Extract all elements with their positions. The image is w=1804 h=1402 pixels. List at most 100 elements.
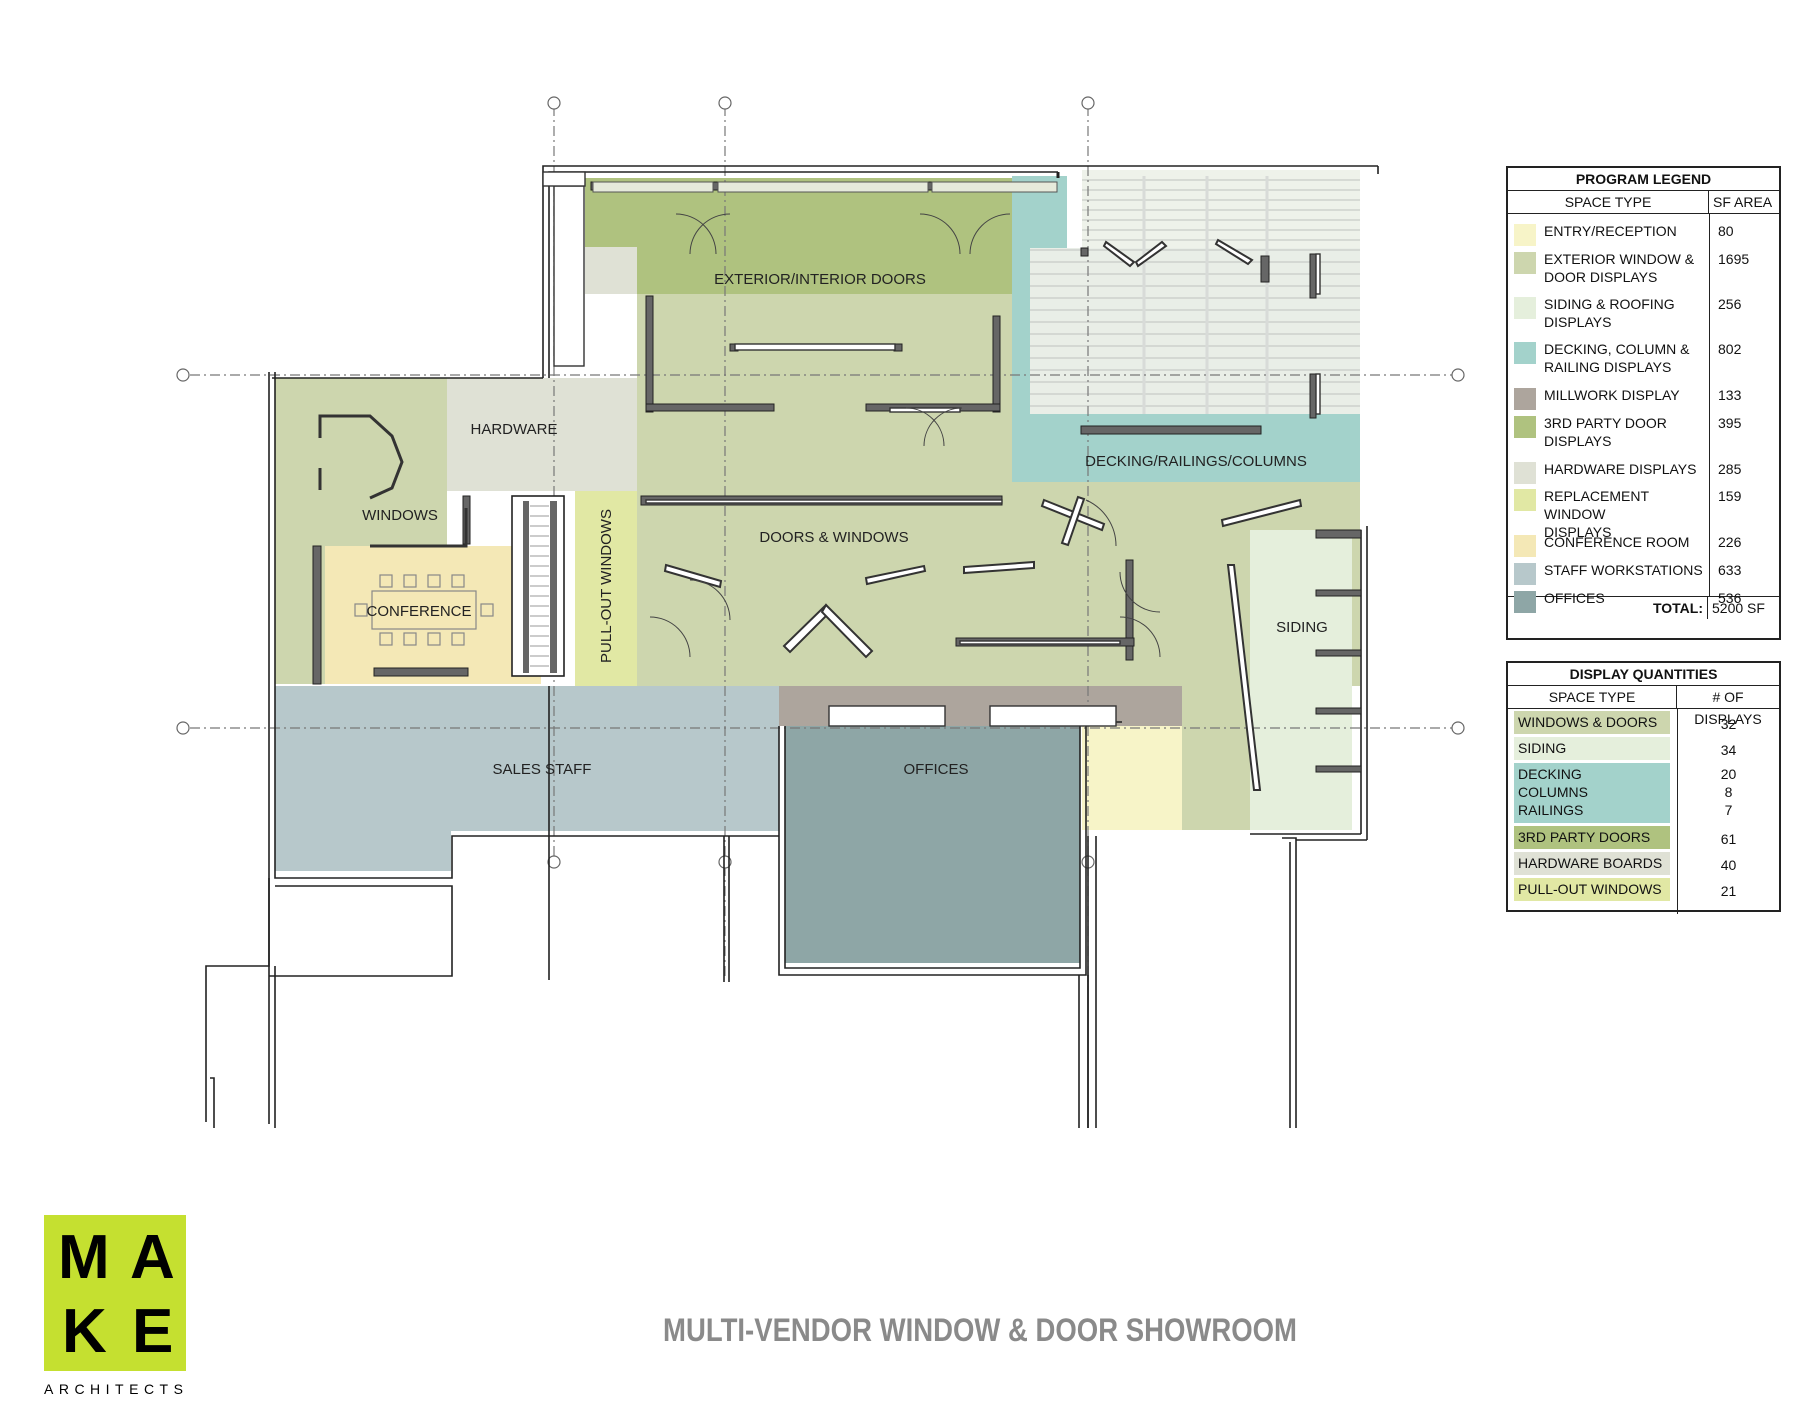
legend-row: EXTERIOR WINDOW & DOOR DISPLAYS 1695	[1508, 250, 1779, 286]
logo-subtitle: ARCHITECTS	[44, 1381, 189, 1397]
legend-area: 226	[1718, 534, 1742, 550]
legend-area: 536	[1718, 590, 1742, 606]
label-doors-windows: DOORS & WINDOWS	[759, 529, 908, 546]
zone-doors-windows	[637, 294, 1012, 686]
label-pull-out-windows: PULL-OUT WINDOWS	[598, 509, 615, 663]
label-windows: WINDOWS	[362, 507, 438, 524]
total-label: TOTAL:	[1508, 597, 1708, 619]
quantity-row: 3RD PARTY DOORS	[1514, 826, 1670, 849]
legend-label-line2: DISPLAYS	[1544, 433, 1612, 449]
quantity-row: SIDING	[1514, 737, 1670, 760]
label-offices: OFFICES	[903, 761, 968, 778]
column-header-space-type: SPACE TYPE	[1508, 191, 1709, 213]
door-swings	[649, 213, 1161, 658]
quantity-label: DECKING	[1518, 766, 1582, 782]
zone-right-corridor	[1182, 686, 1250, 830]
legend-row: MILLWORK DISPLAY 133	[1508, 386, 1779, 410]
logo-letter-k: K	[62, 1297, 107, 1366]
display-quantities-body: WINDOWS & DOORS 32 SIDING 34 DECKING COL…	[1508, 709, 1779, 914]
zone-offices	[785, 726, 1080, 963]
zone-sales-staff-lower	[275, 831, 451, 871]
legend-label: MILLWORK DISPLAY	[1544, 387, 1680, 403]
program-legend-total: TOTAL: 5200 SF	[1508, 596, 1779, 619]
legend-label-line2: RAILING DISPLAYS	[1544, 359, 1672, 375]
legend-swatch	[1514, 563, 1536, 585]
quantity-row: DECKING COLUMNS RAILINGS	[1514, 763, 1670, 823]
zone-exterior-doors	[585, 178, 1057, 294]
legend-swatch	[1514, 591, 1536, 613]
legend-swatch	[1514, 224, 1536, 246]
display-panels	[542, 171, 1321, 727]
legend-area: 395	[1718, 415, 1742, 431]
legend-swatch	[1514, 462, 1536, 484]
legend-swatch	[1514, 388, 1536, 410]
display-quantities-header: SPACE TYPE # OF DISPLAYS	[1508, 686, 1779, 727]
quantity-row: HARDWARE BOARDS	[1514, 852, 1670, 875]
label-decking: DECKING/RAILINGS/COLUMNS	[1085, 453, 1307, 470]
legend-label: EXTERIOR WINDOW &	[1544, 251, 1695, 267]
legend-label-line2: DISPLAYS	[1544, 314, 1612, 330]
program-legend: PROGRAM LEGEND SPACE TYPE SF AREA ENTRY/…	[1506, 166, 1781, 640]
pull-out-stack	[511, 495, 565, 677]
quantity-count: 32	[1720, 716, 1737, 732]
legend-row: STAFF WORKSTATIONS 633	[1508, 561, 1779, 585]
legend-area: 802	[1718, 341, 1742, 357]
zone-hardware	[447, 378, 637, 491]
legend-label-line2: DISPLAYS	[1544, 524, 1612, 540]
legend-swatch	[1514, 489, 1536, 511]
logo-letter-m: M	[58, 1223, 110, 1292]
legend-swatch	[1514, 535, 1536, 557]
label-exterior-interior-doors: EXTERIOR/INTERIOR DOORS	[714, 271, 926, 288]
windows-bay	[318, 414, 468, 548]
grid-bubbles	[176, 96, 1465, 869]
zone-hardware-strip	[585, 247, 637, 294]
quantity-label: RAILINGS	[1518, 802, 1584, 818]
legend-area: 285	[1718, 461, 1742, 477]
label-conference: CONFERENCE	[366, 603, 471, 620]
make-logo: M A K E	[44, 1215, 186, 1371]
legend-label: REPLACEMENT WINDOW	[1544, 488, 1649, 522]
legend-label-line2: DOOR DISPLAYS	[1544, 269, 1658, 285]
quantity-count: 21	[1720, 883, 1737, 899]
column-header-displays: # OF DISPLAYS	[1694, 689, 1762, 727]
sheet-title: MULTI-VENDOR WINDOW & DOOR SHOWROOM	[663, 1312, 1297, 1348]
legend-label: OFFICES	[1544, 590, 1605, 606]
logo-letter-e: E	[132, 1297, 174, 1366]
legend-row: HARDWARE DISPLAYS 285	[1508, 460, 1779, 484]
legend-swatch	[1514, 342, 1536, 364]
storefront-windows	[592, 181, 1058, 193]
walls	[205, 165, 1379, 1128]
zone-pullout	[575, 491, 637, 686]
display-quantities-title: DISPLAY QUANTITIES	[1508, 663, 1779, 686]
display-quantities: DISPLAY QUANTITIES SPACE TYPE # OF DISPL…	[1506, 661, 1781, 914]
legend-label: ENTRY/RECEPTION	[1544, 223, 1677, 239]
total-value: 5200 SF	[1712, 600, 1765, 616]
column-header-space-type: SPACE TYPE	[1508, 686, 1677, 708]
legend-label: SIDING & ROOFING	[1544, 296, 1675, 312]
zone-sales-staff	[275, 686, 779, 831]
legend-area: 133	[1718, 387, 1742, 403]
quantity-count: 8	[1724, 784, 1733, 800]
quantity-count: 7	[1724, 802, 1733, 818]
legend-row: DECKING, COLUMN &RAILING DISPLAYS 802	[1508, 340, 1779, 376]
angled-displays	[663, 238, 1303, 791]
legend-area: 256	[1718, 296, 1742, 312]
legend-row: ENTRY/RECEPTION 80	[1508, 222, 1779, 246]
legend-label: STAFF WORKSTATIONS	[1544, 562, 1703, 578]
legend-swatch	[1514, 297, 1536, 319]
label-siding: SIDING	[1276, 619, 1328, 636]
legend-label: HARDWARE DISPLAYS	[1544, 461, 1697, 477]
quantity-label: WINDOWS & DOORS	[1518, 714, 1658, 730]
conference-furniture	[354, 574, 494, 646]
zone-conference	[325, 546, 541, 684]
zone-siding	[1250, 530, 1352, 830]
quantity-count: 34	[1720, 742, 1737, 758]
quantity-label: PULL-OUT WINDOWS	[1518, 881, 1662, 897]
zone-roofing	[1082, 170, 1360, 248]
legend-swatch	[1514, 416, 1536, 438]
label-sales-staff: SALES STAFF	[493, 761, 592, 778]
legend-area: 1695	[1718, 251, 1750, 267]
legend-area: 633	[1718, 562, 1742, 578]
